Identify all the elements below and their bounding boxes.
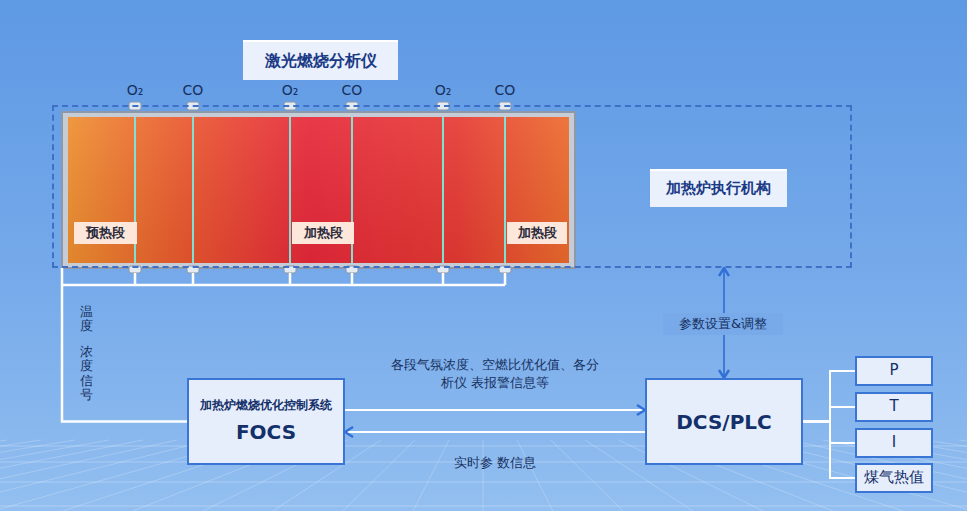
connector-label: 各段气氛浓度、空燃比优化值、各分析仪 表报警信息等 [385, 356, 605, 392]
grid-line [0, 440, 75, 511]
actuator-region: 预热段 加热段 加热段 加热炉执行机构 [52, 105, 852, 268]
signal-box: I [855, 428, 933, 458]
node-title: 加热炉燃烧优化控制系统 [200, 398, 332, 414]
connector [345, 409, 645, 411]
connector [803, 422, 855, 479]
furnace [62, 102, 575, 285]
node-title: 加热炉执行机构 [650, 169, 787, 207]
signal-box: 煤气热值 [855, 463, 933, 493]
grid-line [0, 440, 7, 511]
signal-name: 浓度信号 [80, 345, 93, 402]
grid-line [413, 440, 449, 511]
connector-label: 参数设置&调整 [663, 313, 783, 335]
segment-divider [135, 117, 505, 263]
segment-tag: 加热段 [292, 222, 354, 244]
signal-wire [62, 273, 505, 285]
grid-line [0, 440, 143, 511]
gas-tag: O₂ [276, 82, 304, 99]
grid-line [483, 440, 484, 511]
segment-tag: 加热段 [507, 222, 567, 244]
node-title: 煤气热值 [864, 468, 924, 488]
grid-line [517, 440, 553, 511]
connector-label: 实时参 数信息 [420, 454, 570, 472]
gas-tag: CO [491, 82, 519, 99]
focs-box: 加热炉燃烧优化控制系统 FOCS [187, 378, 345, 465]
grid-line [959, 440, 967, 511]
analyzer-title: 激光燃烧分析仪 [243, 40, 398, 80]
node-title: 激光燃烧分析仪 [265, 51, 377, 72]
node-title: T [889, 397, 898, 417]
node-title: P [889, 361, 898, 381]
node-title: 加热段 [304, 225, 343, 242]
connector [803, 407, 855, 422]
grid-line [0, 440, 177, 511]
signal-box: T [855, 392, 933, 422]
signal-name: 温度 [80, 305, 93, 334]
connector [803, 371, 855, 422]
node-title: 预热段 [86, 225, 125, 242]
gas-tag: O₂ [429, 82, 457, 99]
sensor-probe [129, 102, 511, 273]
signal-box: P [855, 356, 933, 386]
connector [62, 268, 187, 422]
gas-tag: O₂ [121, 82, 149, 99]
grid-line [343, 440, 415, 511]
floor-grid [0, 440, 967, 511]
grid-line [0, 440, 41, 511]
connector [345, 431, 645, 433]
node-title: 加热段 [518, 225, 557, 242]
gas-tag: CO [338, 82, 366, 99]
node-body: FOCS [236, 419, 296, 445]
gas-tag: CO [179, 82, 207, 99]
segment-tag: 预热段 [74, 222, 137, 244]
grid-line [551, 440, 623, 511]
node-title: DCS/PLC [676, 409, 771, 435]
node-title: I [892, 433, 896, 453]
dcs-box: DCS/PLC [645, 378, 803, 465]
